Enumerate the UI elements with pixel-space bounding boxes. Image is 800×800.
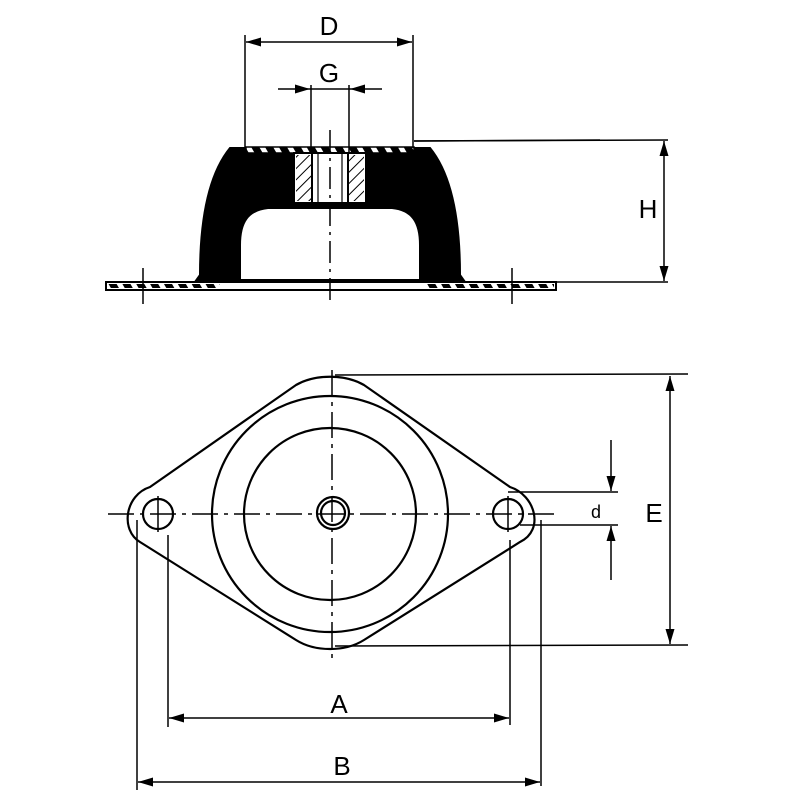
label-H: H <box>639 194 658 224</box>
label-d: d <box>591 502 601 522</box>
threaded-insert <box>293 152 367 204</box>
label-A: A <box>330 689 348 719</box>
dimension-d <box>508 440 618 580</box>
top-view <box>108 370 689 790</box>
insert-outer-circle <box>315 495 351 531</box>
dimension-E <box>334 373 689 647</box>
side-section-view <box>105 35 669 304</box>
rubber-body <box>193 147 467 283</box>
dimension-G <box>278 84 382 153</box>
insert-inner-circle <box>319 499 347 527</box>
dimension-D <box>244 35 414 148</box>
label-E: E <box>645 498 662 528</box>
dimension-H <box>413 139 669 283</box>
label-B: B <box>333 751 350 781</box>
label-D: D <box>320 11 339 41</box>
dimension-A <box>167 535 511 727</box>
label-G: G <box>319 58 339 88</box>
flange-outline <box>126 375 536 650</box>
dimension-B <box>136 520 542 790</box>
base-plate <box>105 279 557 291</box>
